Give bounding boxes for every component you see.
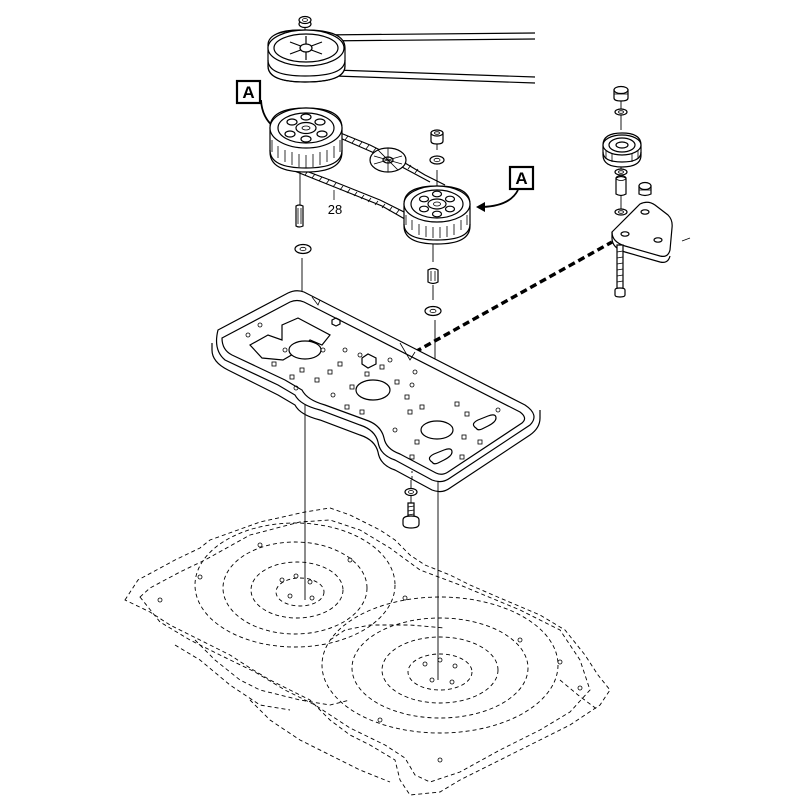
bracket-connection-line bbox=[414, 240, 613, 354]
callout-a-left-label: A bbox=[242, 83, 254, 102]
left-shaft-small-parts bbox=[294, 204, 312, 255]
callout-a-right: A bbox=[476, 165, 535, 212]
part-number-28: 28 bbox=[328, 190, 342, 217]
mounting-plate bbox=[211, 290, 541, 493]
timing-belt-assembly bbox=[269, 107, 471, 245]
callout-a-left: A bbox=[235, 79, 280, 132]
callout-a-right-label: A bbox=[515, 169, 527, 188]
right-shaft-small-parts bbox=[424, 129, 445, 317]
bottom-bolt-washer bbox=[402, 487, 420, 529]
bracket-assembly bbox=[602, 85, 691, 298]
base-housing-dashed-outline bbox=[124, 507, 611, 796]
part-number-28-label: 28 bbox=[328, 202, 342, 217]
top-pulley-assembly bbox=[267, 15, 536, 84]
plate-holes bbox=[245, 322, 501, 460]
